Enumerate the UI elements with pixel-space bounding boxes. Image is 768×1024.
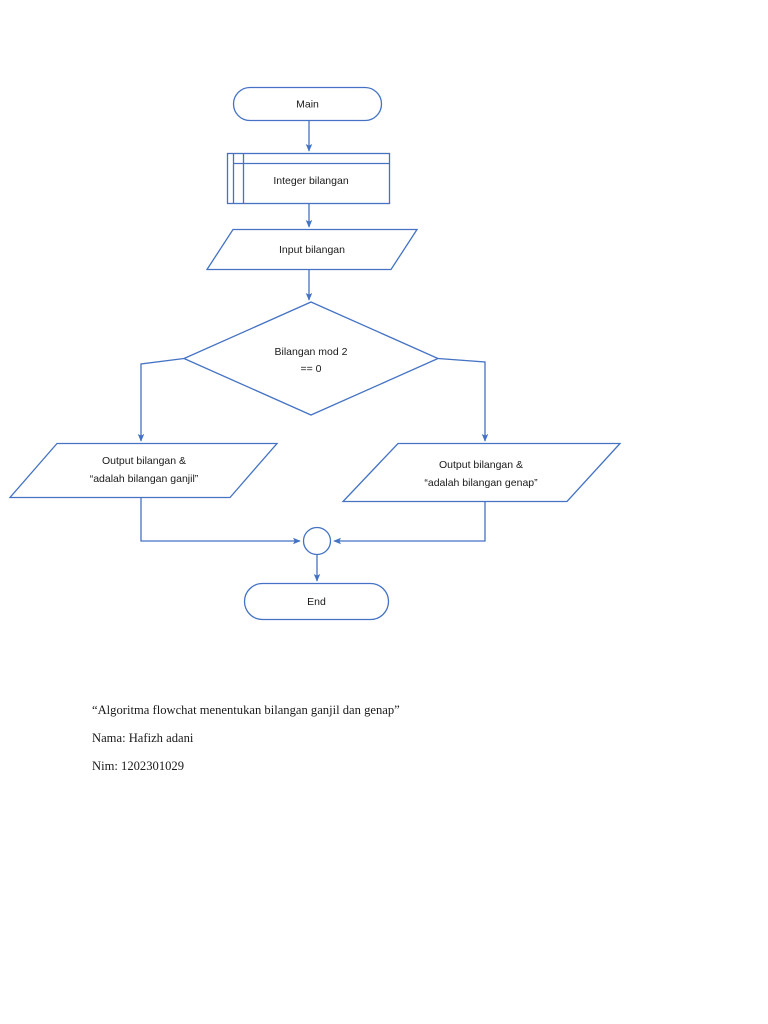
- merge-circle-shape: [302, 526, 332, 556]
- flowchart-canvas: Main Integer bilangan Input bilangan Bil…: [8, 86, 622, 621]
- connector-output-odd-to-merge: [140, 497, 301, 545]
- footer-student-id: Nim: 1202301029: [92, 759, 185, 773]
- connector-output-even-to-merge: [333, 501, 486, 545]
- start-terminator-shape: [232, 86, 383, 122]
- declare-label: Integer bilangan: [273, 175, 348, 187]
- end-label: End: [307, 596, 326, 608]
- decision-label-line2: == 0: [300, 363, 321, 375]
- output-odd-parallelogram-shape: [8, 442, 279, 499]
- decision-diamond-shape: [182, 301, 440, 416]
- node-merge-connector[interactable]: [302, 526, 332, 556]
- end-terminator-shape: [243, 582, 390, 621]
- footer-caption-title: “Algoritma flowchat menentukan bilangan …: [92, 703, 400, 717]
- connector-decision-to-output-even: [437, 357, 489, 442]
- start-label: Main: [296, 98, 319, 110]
- output-even-parallelogram-shape: [341, 442, 622, 503]
- node-declare-integer[interactable]: Integer bilangan: [226, 152, 391, 205]
- output-even-label-line2: “adalah bilangan genap”: [424, 477, 538, 489]
- input-label: Input bilangan: [279, 244, 345, 256]
- node-input-bilangan[interactable]: Input bilangan: [205, 228, 419, 271]
- output-odd-label-line1: Output bilangan &: [102, 455, 186, 467]
- output-odd-label-line2: “adalah bilangan ganjil”: [90, 473, 199, 485]
- input-parallelogram-shape: [205, 228, 419, 271]
- decision-label-line1: Bilangan mod 2: [275, 346, 348, 358]
- node-start-main[interactable]: Main: [232, 86, 383, 122]
- connector-decision-to-output-odd: [137, 357, 185, 442]
- node-end[interactable]: End: [243, 582, 390, 621]
- node-output-odd[interactable]: Output bilangan & “adalah bilangan ganji…: [8, 442, 279, 499]
- declare-box-shape: [226, 152, 391, 205]
- footer-author-name: Nama: Hafizh adani: [92, 731, 194, 745]
- footer-caption-block: “Algoritma flowchat menentukan bilangan …: [92, 696, 692, 780]
- node-output-even[interactable]: Output bilangan & “adalah bilangan genap…: [341, 442, 622, 503]
- node-decision-mod[interactable]: Bilangan mod 2 == 0: [182, 301, 440, 416]
- output-even-label-line1: Output bilangan &: [439, 459, 523, 471]
